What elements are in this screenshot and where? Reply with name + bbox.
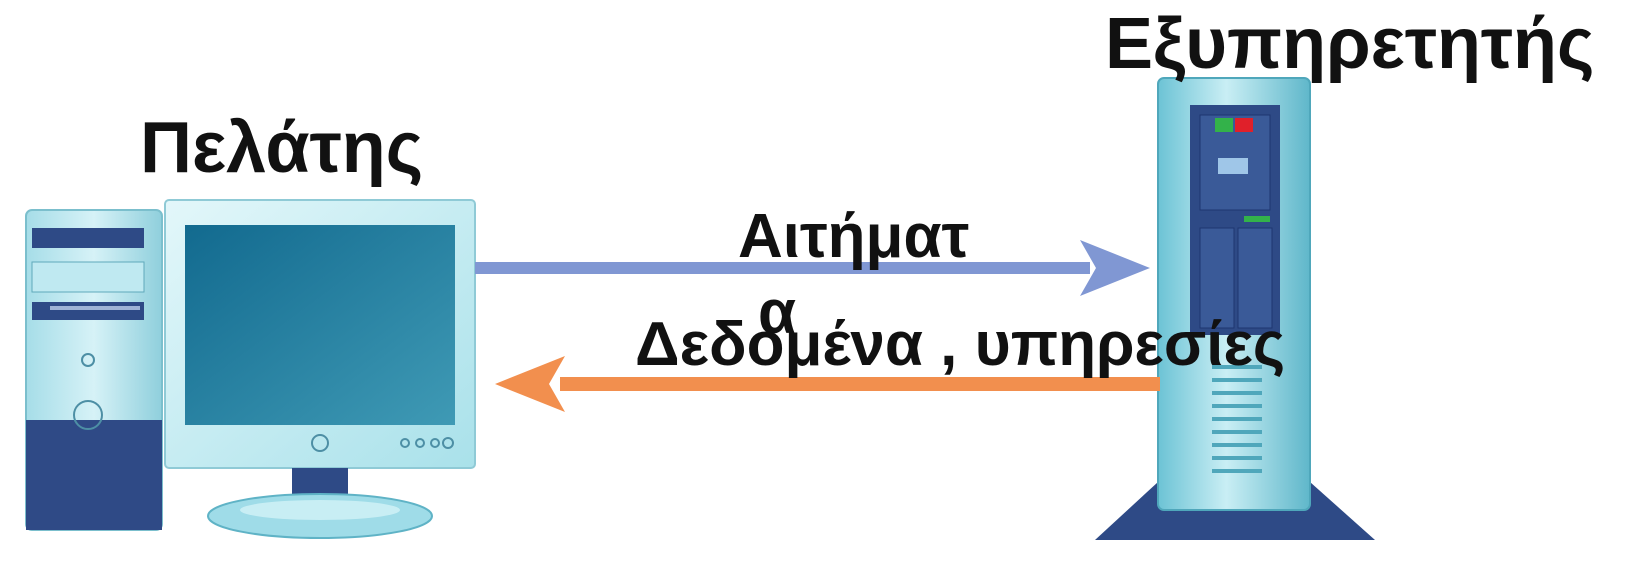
server-label: Εξυπηρετητής bbox=[1105, 4, 1595, 84]
client-label: Πελάτης bbox=[140, 108, 424, 188]
server-tower-icon bbox=[1095, 77, 1375, 540]
request-label-wrap: α bbox=[758, 278, 797, 347]
request-arrow bbox=[475, 240, 1150, 296]
client-tower-icon bbox=[25, 209, 163, 531]
response-label: Δεδομένα , υπηρεσίες bbox=[635, 310, 1286, 379]
request-label: Αιτήματ bbox=[738, 202, 970, 271]
client-monitor-icon bbox=[164, 199, 476, 539]
response-arrow bbox=[495, 356, 1160, 412]
